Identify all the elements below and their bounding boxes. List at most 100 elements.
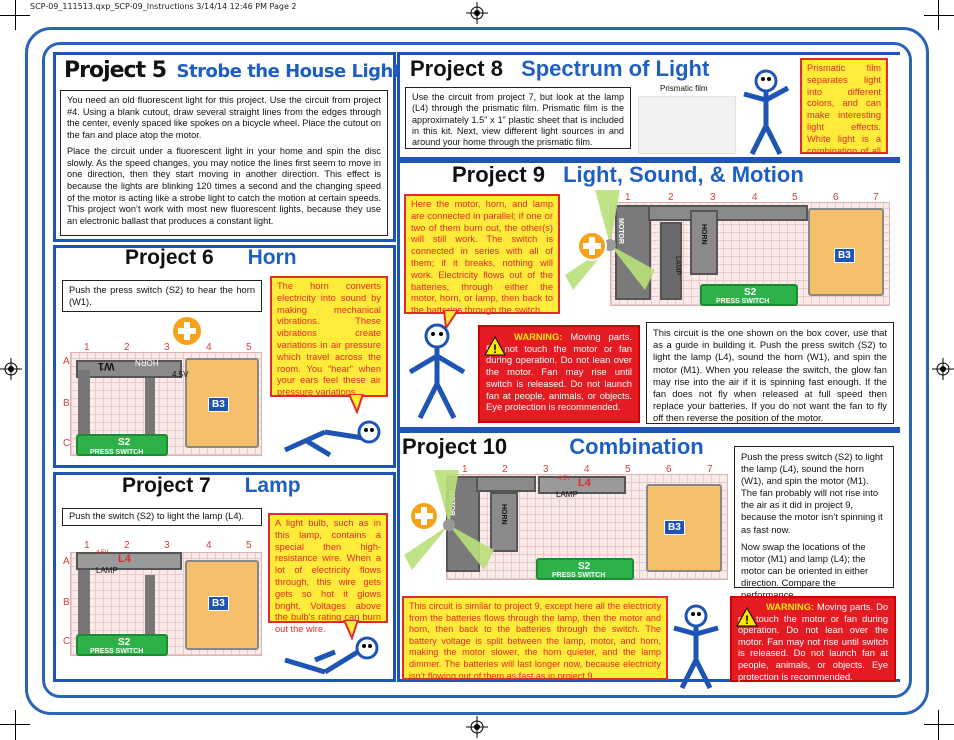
project-number: Project 8 [410, 56, 503, 81]
project-7-instruction: Push the switch (S2) to light the lamp (… [62, 508, 262, 526]
horn-label: HORN [135, 358, 159, 367]
project-number: Project 7 [122, 474, 211, 497]
lamp-label: LAMP [674, 256, 681, 276]
project-name: Lamp [244, 474, 301, 497]
registration-mark-icon [466, 2, 488, 24]
battery-label: B3 [834, 248, 855, 263]
battery-label: B3 [664, 520, 685, 535]
warning-text: Moving parts. Do not touch the motor or … [486, 331, 632, 413]
grid-col-label: 4 [752, 192, 758, 203]
project-7-note: A light bulb, such as in this lamp, cont… [268, 513, 388, 634]
switch-label: PRESS SWITCH [552, 572, 606, 579]
project-8-instruction: Use the circuit from project 7, but look… [405, 87, 631, 149]
warning-icon: ! [484, 336, 506, 356]
lamp-id: L4 [118, 553, 131, 565]
paragraph: Place the circuit under a fluorescent li… [67, 145, 381, 227]
grid-col-label: 3 [710, 192, 716, 203]
wire [78, 570, 90, 650]
robot-mascot-icon [408, 323, 466, 420]
grid-col-label: 6 [666, 464, 672, 475]
project-5-title: Project 5 Strobe the House Lights [64, 58, 412, 83]
grid-col-label: 4 [206, 540, 212, 551]
grid-col-label: 3 [164, 342, 170, 353]
wire [145, 575, 155, 647]
grid-col-label: 2 [502, 464, 508, 475]
grid-col-label: 5 [625, 464, 631, 475]
grid-col-label: 7 [707, 464, 713, 475]
grid-col-label: 3 [543, 464, 549, 475]
project-6-title: Project 6 Horn [125, 246, 297, 270]
press-switch [76, 434, 168, 456]
plus-sign-icon [171, 315, 203, 347]
svg-text:!: ! [493, 342, 497, 356]
grid-row-label: B [63, 597, 70, 608]
project-5-text: You need an old fluorescent light for th… [60, 90, 388, 236]
project-10-warning: WARNING: Moving parts. Do not touch the … [730, 596, 896, 682]
battery-label: B3 [208, 596, 229, 611]
grid-col-label: 5 [246, 540, 252, 551]
press-switch [76, 634, 168, 656]
lamp-part [660, 222, 682, 300]
project-10-note: This circuit is similar to project 9, ex… [402, 596, 668, 681]
grid-row-label: B [63, 398, 70, 409]
switch-id: S2 [118, 637, 131, 648]
grid-col-label: 2 [124, 540, 130, 551]
project-6-instruction: Push the press switch (S2) to hear the h… [62, 280, 262, 312]
battery-label: B3 [208, 397, 229, 412]
grid-row-label: C [63, 438, 71, 449]
project-name: Horn [247, 246, 297, 269]
lamp-label: LAMP [96, 566, 118, 575]
lamp-id: L4 [578, 477, 591, 489]
grid-col-label: 7 [873, 192, 879, 203]
plus-sign-icon [409, 501, 439, 531]
voltage-label: 4.5V [558, 476, 571, 482]
project-8-note: Prismatic film separates light into diff… [800, 58, 888, 167]
warning-icon: ! [736, 607, 758, 627]
registration-mark-icon [466, 716, 488, 738]
lamp-part [538, 476, 626, 494]
switch-id: S2 [578, 561, 591, 572]
lamp-part [76, 552, 182, 570]
grid-col-label: 4 [584, 464, 590, 475]
grid-row-label: A [63, 556, 70, 567]
horn-part [76, 360, 182, 378]
paragraph: Push the press switch (S2) to light the … [741, 451, 883, 535]
paragraph: Now swap the locations of the motor (M1)… [741, 540, 869, 601]
project-10-description: Push the press switch (S2) to light the … [734, 446, 894, 600]
robot-mascot-icon [283, 420, 381, 458]
wire [78, 370, 90, 450]
motor-label: MOTOR [617, 218, 624, 244]
prismatic-film-label: Prismatic film [660, 84, 708, 93]
wire [648, 205, 808, 221]
battery-holder [808, 208, 884, 296]
crop-mark [15, 0, 16, 30]
project-number: Project 6 [125, 246, 214, 269]
project-name: Spectrum of Light [521, 56, 710, 81]
crop-mark [938, 0, 939, 30]
voltage-label: 4.5V [96, 550, 109, 556]
voltage-label: 4.5V [172, 370, 189, 379]
horn-id: W1 [98, 360, 115, 372]
press-switch [700, 284, 798, 306]
grid-col-label: 5 [246, 342, 252, 353]
robot-mascot-icon [673, 604, 719, 690]
grid-col-label: 1 [625, 192, 631, 203]
horn-part [690, 210, 718, 275]
warning-text: Moving parts. Do not touch the motor or … [738, 602, 888, 682]
project-7-title: Project 7 Lamp [122, 474, 301, 498]
warning-title: WARNING: [514, 331, 563, 342]
svg-text:!: ! [745, 613, 749, 627]
grid-col-label: 1 [84, 342, 90, 353]
switch-label: PRESS SWITCH [716, 298, 770, 305]
crop-mark [924, 15, 954, 16]
prismatic-film-image [638, 96, 736, 154]
callout-pointer-icon [442, 310, 460, 330]
grid-col-label: 4 [206, 342, 212, 353]
registration-mark-icon [0, 358, 22, 380]
callout-pointer-icon [347, 394, 365, 414]
grid-col-label: 5 [792, 192, 798, 203]
project-number: Project 10 [402, 434, 508, 459]
registration-mark-icon [932, 358, 954, 380]
wire [145, 378, 155, 448]
robot-mascot-icon [743, 69, 790, 156]
